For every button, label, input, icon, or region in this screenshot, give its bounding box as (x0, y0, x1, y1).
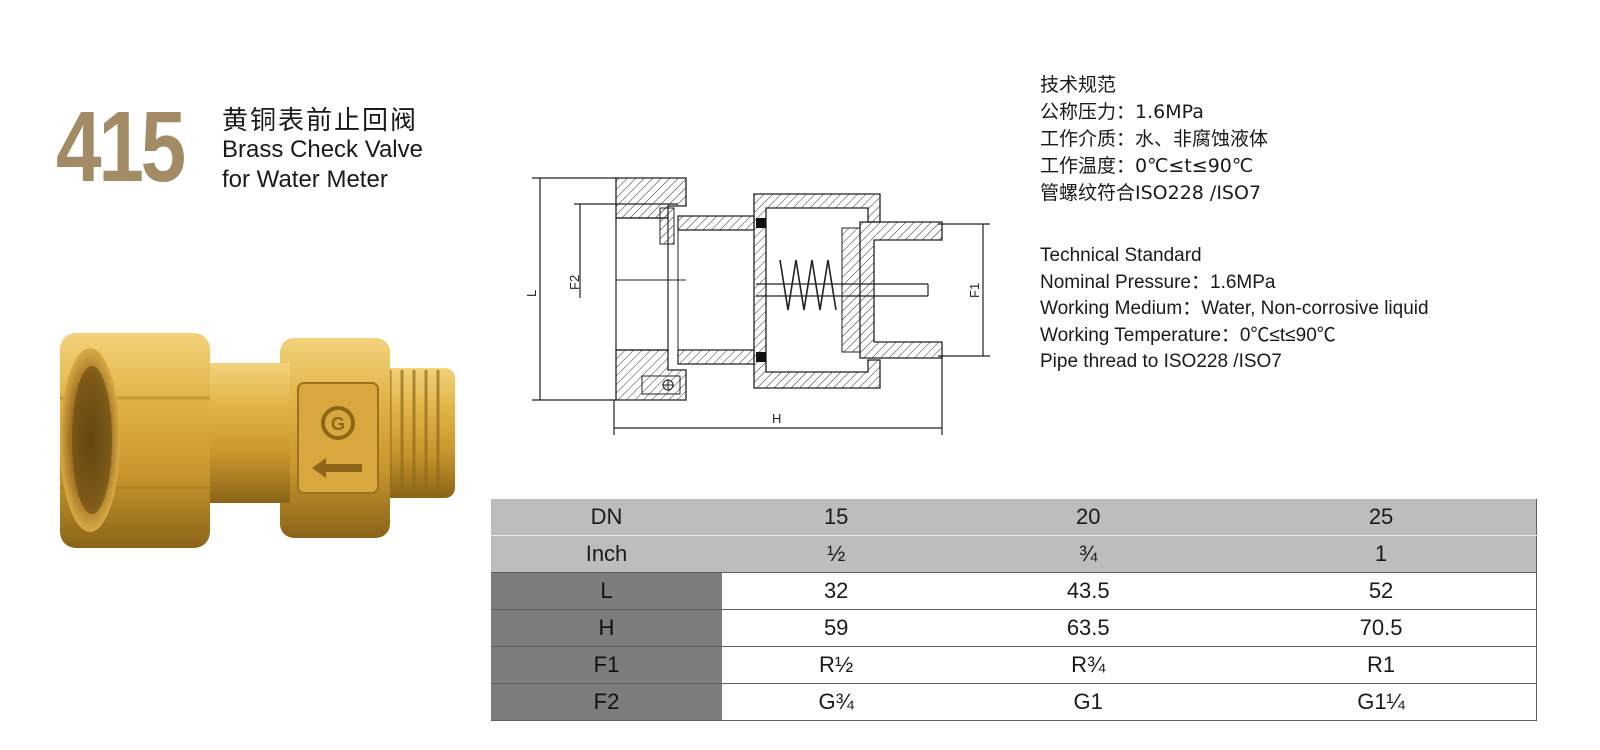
table-cell: ½ (722, 535, 951, 573)
row-label: DN (491, 499, 722, 536)
table-cell: R½ (722, 646, 951, 684)
row-label: Inch (491, 535, 722, 573)
dimension-table: DN 15 20 25 Inch ½ ¾ 1 L 32 43.5 52 H 59… (491, 499, 1538, 721)
spec-cn-temperature: 工作温度：0℃≤t≤90℃ (1040, 155, 1254, 177)
row-label: L (491, 572, 722, 610)
dim-label-f2: F2 (567, 275, 582, 290)
table-cell: 32 (722, 572, 951, 610)
table-row: H 59 63.5 70.5 (491, 609, 1538, 647)
table-cell: R1 (1226, 646, 1538, 684)
dim-label-l: L (524, 290, 539, 297)
spec-en-thread: Pipe thread to ISO228 /ISO7 (1040, 351, 1282, 372)
spec-chinese: 技术规范 公称压力：1.6MPa 工作介质：水、非腐蚀液体 工作温度：0℃≤t≤… (1040, 72, 1268, 207)
dim-label-h: H (772, 411, 781, 426)
table-cell: 59 (722, 609, 951, 647)
table-cell: 52 (1226, 572, 1538, 610)
spec-en-heading: Technical Standard (1040, 245, 1202, 266)
table-cell: 1 (1226, 535, 1538, 573)
table-cell: 43.5 (950, 572, 1227, 610)
table-cell: G1¼ (1226, 683, 1538, 721)
spec-cn-pressure: 公称压力：1.6MPa (1040, 101, 1204, 123)
title-chinese: 黄铜表前止回阀 (222, 106, 419, 136)
table-row: DN 15 20 25 (491, 499, 1538, 536)
table-cell: G¾ (722, 683, 951, 721)
spec-cn-medium: 工作介质：水、非腐蚀液体 (1040, 128, 1269, 150)
table-cell: R¾ (950, 646, 1227, 684)
table-cell: 63.5 (950, 609, 1227, 647)
title-english-line1: Brass Check Valve (222, 136, 423, 163)
dim-label-f1: F1 (967, 283, 982, 298)
table-cell: ¾ (950, 535, 1227, 573)
table-cell: 20 (950, 499, 1227, 536)
spec-cn-heading: 技术规范 (1040, 74, 1117, 96)
product-photo: G (60, 333, 455, 548)
svg-text:G: G (331, 414, 345, 434)
spec-cn-thread: 管螺纹符合ISO228 /ISO7 (1040, 182, 1262, 204)
table-cell: G1 (950, 683, 1227, 721)
title-english-line2: for Water Meter (222, 166, 388, 193)
table-cell: 25 (1226, 499, 1538, 536)
table-cell: 70.5 (1226, 609, 1538, 647)
spec-english: Technical Standard Nominal Pressure：1.6M… (1040, 243, 1429, 376)
row-label: F1 (491, 646, 722, 684)
table-row: F1 R½ R¾ R1 (491, 646, 1538, 684)
table-row: F2 G¾ G1 G1¼ (491, 683, 1538, 721)
row-label: H (491, 609, 722, 647)
table-cell: 15 (722, 499, 951, 536)
row-label: F2 (491, 683, 722, 721)
product-title: 黄铜表前止回阀 Brass Check Valve for Water Mete… (222, 108, 423, 194)
model-number: 415 (56, 91, 186, 203)
spec-en-pressure: Nominal Pressure：1.6MPa (1040, 271, 1276, 293)
table-row: L 32 43.5 52 (491, 572, 1538, 610)
spec-en-temperature: Working Temperature：0℃≤t≤90℃ (1040, 324, 1336, 346)
cross-section-drawing: L F2 F1 H (524, 177, 990, 435)
table-row: Inch ½ ¾ 1 (491, 535, 1538, 573)
spec-en-medium: Working Medium：Water, Non-corrosive liqu… (1040, 298, 1429, 319)
